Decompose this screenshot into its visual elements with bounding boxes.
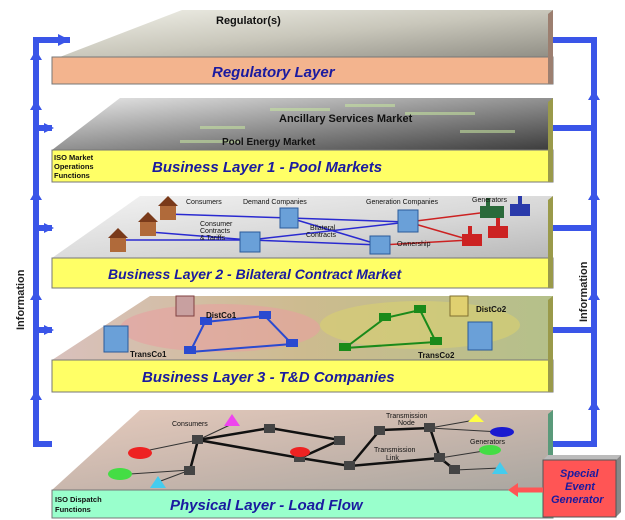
pool-energy-market-label: Pool Energy Market (222, 137, 316, 148)
td-title: Business Layer 3 - T&D Companies (142, 369, 395, 386)
left-side-label: Information (15, 269, 27, 330)
generator-triangle-2 (492, 462, 508, 474)
right-information-loop (548, 37, 597, 447)
td-side (548, 296, 553, 392)
generator-plant-4 (488, 218, 508, 238)
physical-title: Physical Layer - Load Flow (170, 497, 364, 514)
consumer-contracts-label-1: Consumer (200, 221, 233, 228)
iso-market-functions-3: Functions (54, 171, 90, 180)
event-generator-label-1: Special (560, 468, 599, 480)
event-arrow (508, 483, 543, 497)
iso-market-functions-2: Operations (54, 162, 94, 171)
regulatory-plate (52, 10, 553, 60)
consumer-triangle-1 (224, 414, 240, 426)
event-generator-label-3: Generator (551, 494, 604, 506)
physical-generators-label: Generators (470, 439, 506, 446)
consumer-house-2 (138, 212, 158, 236)
demand-company-building-1 (279, 207, 299, 229)
generator-plant-3 (462, 226, 482, 246)
generators-label: Generators (472, 197, 508, 204)
iso-market-functions-1: ISO Market (54, 153, 94, 162)
distco2-building (449, 295, 469, 317)
ancillary-market-label: Ancillary Services Market (279, 113, 413, 125)
transco1-nodes (184, 311, 298, 354)
event-generator-top (543, 455, 621, 460)
consumer-ellipse-2 (108, 468, 132, 480)
consumer-contracts-label-3: & Tariffs (200, 235, 226, 242)
transco1-building (103, 325, 129, 353)
td-layer: DistCo1 DistCo2 TransCo1 TransCo2 Busine… (51, 295, 554, 393)
consumer-house-1 (158, 196, 178, 220)
bilateral-title: Business Layer 2 - Bilateral Contract Ma… (108, 266, 403, 282)
regulatory-title: Regulatory Layer (212, 64, 336, 81)
transco2-label: TransCo2 (418, 351, 455, 360)
td-band (51, 359, 554, 393)
consumer-triangle-2 (150, 476, 166, 488)
bilateral-contracts-label-2: Contracts (306, 232, 336, 239)
iso-dispatch-functions-2: Functions (55, 505, 91, 514)
event-generator-box (542, 459, 617, 518)
transmission-node-label-1: Transmission (386, 413, 427, 420)
ownership-label: Ownership (397, 241, 431, 248)
bilateral-contracts-label-1: Bilateral (310, 225, 336, 232)
transco1-label: TransCo1 (130, 350, 167, 359)
transmission-node-label-2: Node (398, 420, 415, 427)
generation-company-building-2 (369, 235, 391, 255)
bilateral-contract-lines (120, 213, 409, 246)
iso-dispatch-functions-1: ISO Dispatch (55, 495, 102, 504)
demand-company-building-2 (239, 231, 261, 253)
ticker-texture (180, 104, 515, 143)
generator-plant-2 (510, 196, 530, 216)
bilateral-band (51, 257, 554, 289)
bilateral-layer: Consumers Demand Companies Generation Co… (51, 196, 554, 289)
transmission-link-label-1: Transmission (374, 447, 415, 454)
special-event-generator: Special Event Generator (542, 455, 621, 518)
transmission-nodes (184, 423, 460, 475)
right-side-label: Information (578, 261, 590, 322)
bilateral-side (548, 196, 553, 288)
regulatory-side (548, 10, 553, 84)
generator-ellipse-2 (479, 445, 501, 455)
regulator-label: Regulator(s) (216, 15, 281, 27)
physical-consumers-label: Consumers (172, 421, 208, 428)
transco2-building (467, 321, 493, 351)
consumer-ellipse-1 (128, 447, 152, 459)
consumer-house-3 (108, 228, 128, 252)
demand-companies-label: Demand Companies (243, 199, 307, 206)
generator-triangle-1 (468, 414, 484, 422)
pool-plate (52, 98, 553, 150)
regulatory-layer: Regulator(s) Regulatory Layer (51, 10, 554, 85)
generator-plant-1 (480, 198, 504, 218)
pool-side (548, 98, 553, 182)
distco1-label: DistCo1 (206, 311, 237, 320)
consumer-contracts-label-2: Contracts (200, 228, 230, 235)
pool-title: Business Layer 1 - Pool Markets (152, 159, 382, 176)
generator-ellipse-1 (490, 427, 514, 437)
event-generator-side (616, 455, 621, 517)
distco1-building (175, 295, 195, 317)
distco2-label: DistCo2 (476, 305, 507, 314)
pool-layer: Ancillary Services Market Pool Energy Ma… (51, 98, 554, 183)
consumer-ellipse-3 (290, 447, 310, 457)
transmission-link-label-2: Link (386, 455, 399, 462)
physical-band (51, 489, 554, 519)
physical-layer: Consumers Transmission Node Generators T… (51, 410, 554, 519)
event-generator-label-2: Event (565, 481, 596, 493)
generation-company-building-1 (397, 209, 419, 233)
transco2-nodes (339, 305, 442, 351)
generation-companies-label: Generation Companies (366, 199, 438, 206)
consumers-label: Consumers (186, 199, 222, 206)
